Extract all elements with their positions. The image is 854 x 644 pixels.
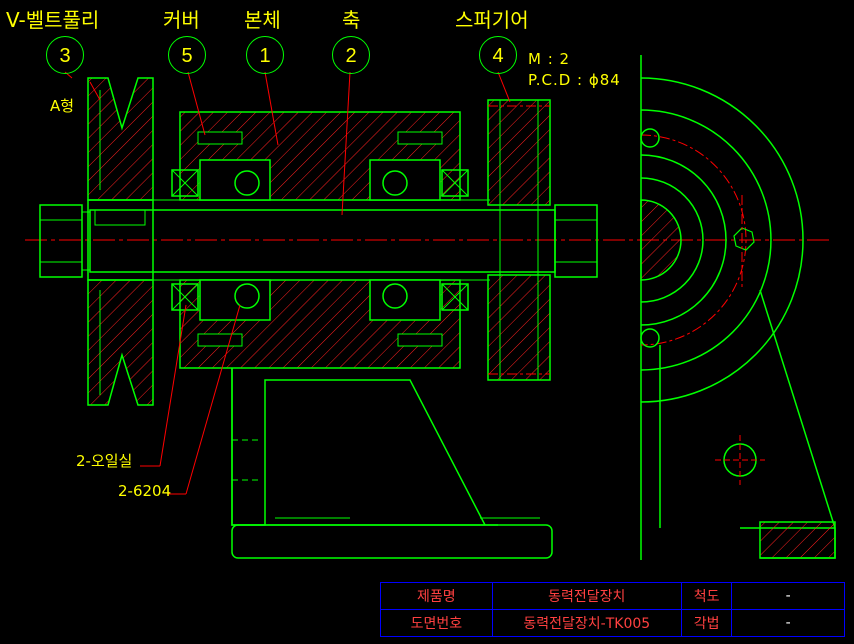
product-label: 제품명: [380, 582, 493, 610]
balloon-2: 2: [332, 36, 370, 74]
label-module: M : 2: [528, 50, 571, 68]
product-value: 동력전달장치: [491, 582, 682, 610]
projection-label: 각법: [680, 609, 733, 637]
side-view: [640, 55, 836, 560]
scale-value: -: [731, 582, 845, 610]
label-vbelt-pulley: V-벨트풀리: [6, 8, 100, 32]
scale-label: 척도: [680, 582, 733, 610]
balloon-4: 4: [479, 36, 517, 74]
housing-stand: [231, 368, 553, 559]
leader-lines: [64, 71, 511, 495]
drawing-no-value: 동력전달장치-TK005: [491, 609, 682, 637]
label-pcd: P.C.D : ϕ84: [528, 71, 621, 89]
label-a-type: A형: [50, 97, 75, 115]
label-cover: 커버: [163, 8, 200, 32]
balloon-1: 1: [246, 36, 284, 74]
drawing-no-label: 도면번호: [380, 609, 493, 637]
right-nut: [554, 204, 598, 278]
title-block: 제품명 동력전달장치 척도 - 도면번호 동력전달장치-TK005 각법 -: [380, 582, 845, 637]
balloon-5: 5: [168, 36, 206, 74]
left-nut: [39, 204, 91, 278]
label-body: 본체: [244, 8, 281, 32]
label-oil-seal: 2-오일실: [76, 452, 133, 470]
balloon-3: 3: [46, 36, 84, 74]
projection-value: -: [731, 609, 845, 637]
housing-body: [171, 111, 469, 369]
v-belt-pulley: [87, 77, 154, 406]
label-shaft: 축: [342, 8, 361, 32]
label-bearing: 2-6204: [118, 482, 172, 500]
spur-gear: [487, 99, 551, 381]
label-spur-gear: 스퍼기어: [455, 8, 529, 32]
